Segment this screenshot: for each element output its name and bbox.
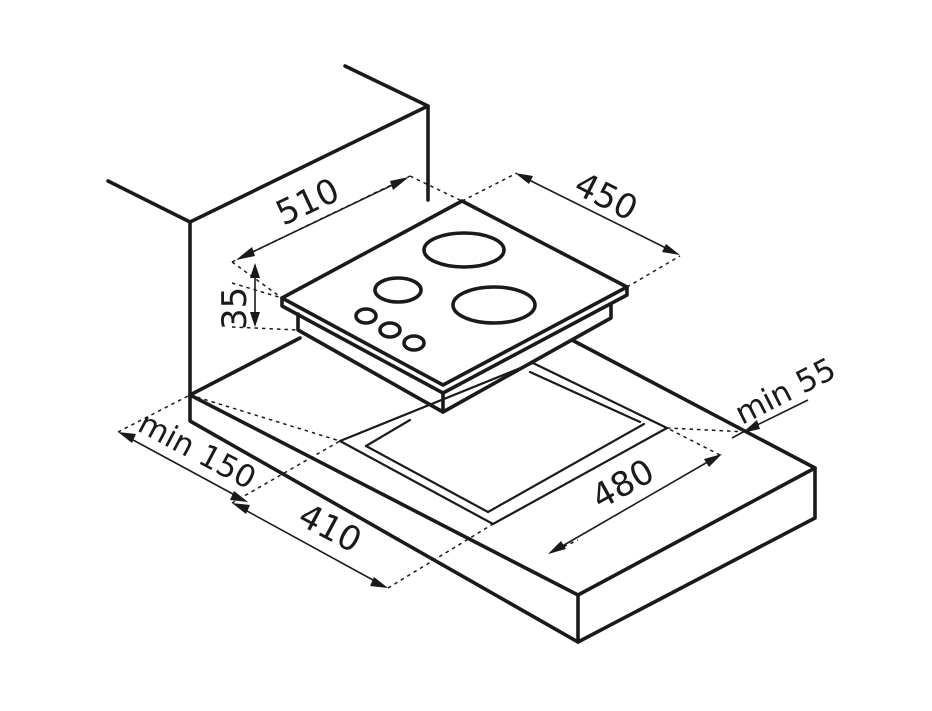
rear-burner bbox=[422, 231, 506, 269]
back-wall bbox=[106, 64, 430, 397]
left-burner bbox=[373, 276, 423, 304]
control-knob-1 bbox=[354, 307, 378, 325]
cutout-width-dimension-label: 410 bbox=[292, 496, 368, 562]
control-knob-2 bbox=[378, 321, 402, 339]
countertop bbox=[188, 338, 817, 644]
hob bbox=[280, 199, 629, 414]
min-back-clearance-label: min 55 bbox=[729, 351, 841, 432]
depth-dimension-label: 450 bbox=[568, 164, 644, 229]
control-knob-3 bbox=[402, 334, 426, 352]
front-right-burner bbox=[451, 285, 537, 325]
height-dimension-label: 35 bbox=[215, 287, 255, 330]
cutout-depth-dimension-label: 480 bbox=[585, 451, 661, 517]
dimension-lines bbox=[118, 173, 809, 588]
